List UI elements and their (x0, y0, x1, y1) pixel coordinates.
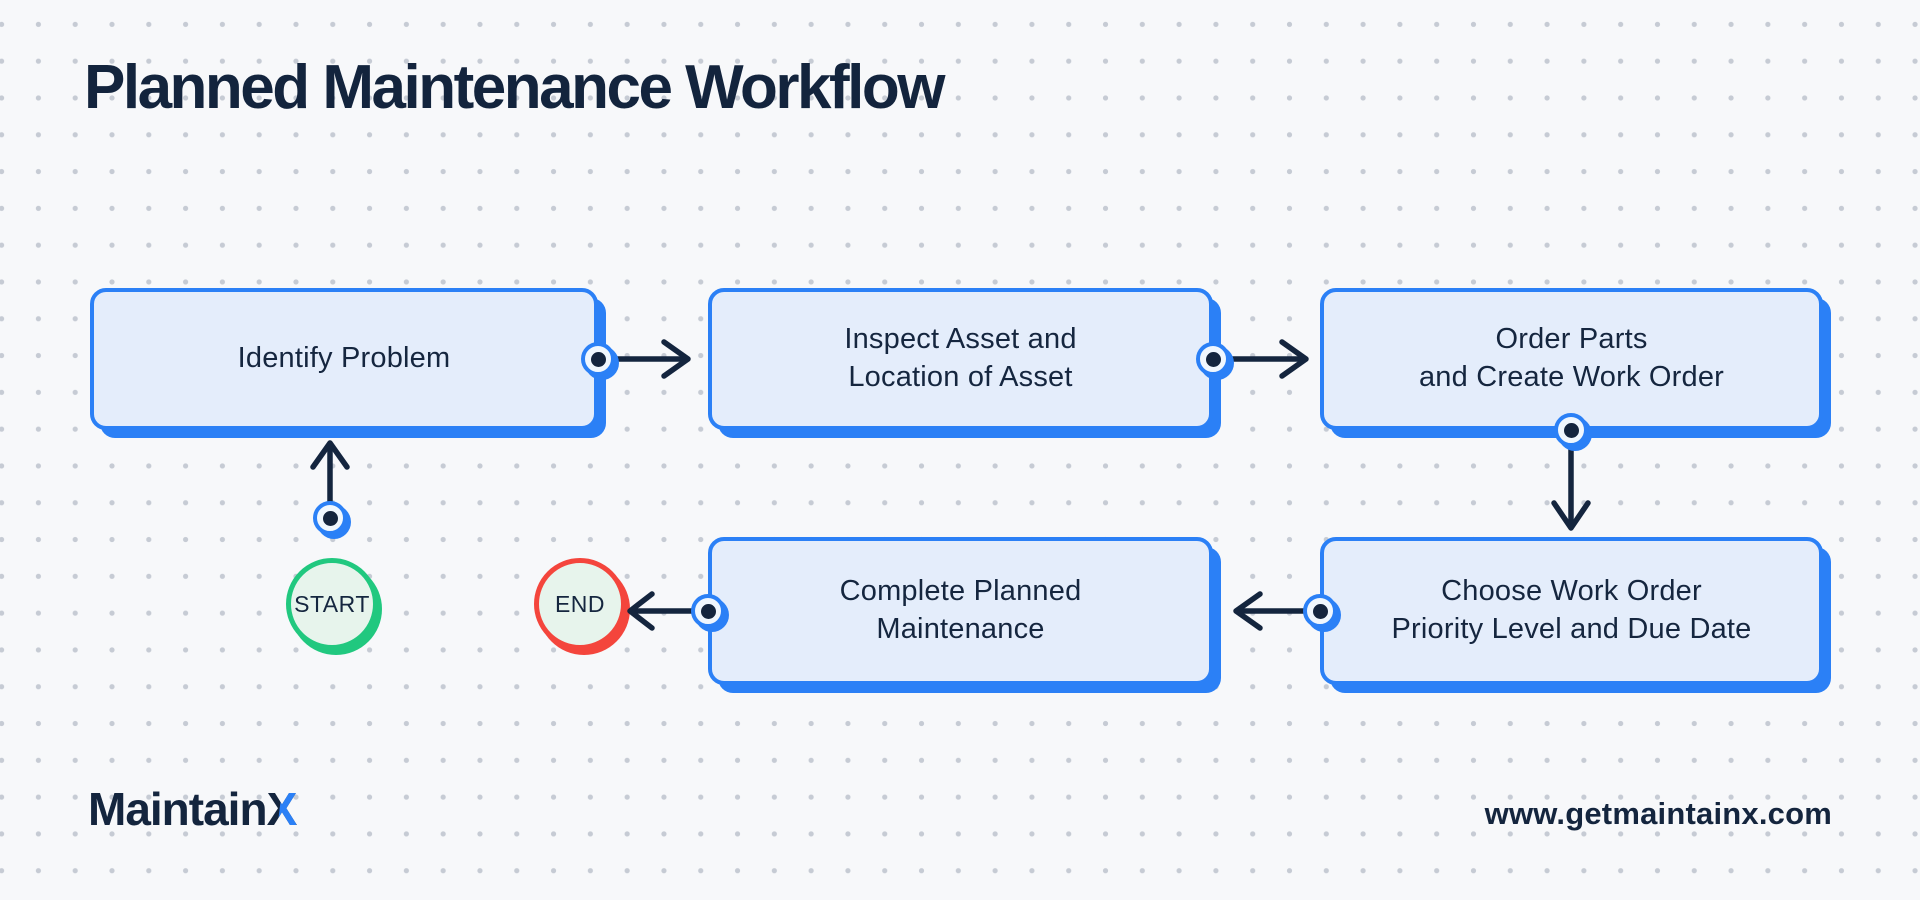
node-label-choose-priority: Choose Work Order Priority Level and Due… (1391, 575, 1752, 645)
flow-node-choose-priority: Choose Work Order Priority Level and Due… (1320, 537, 1823, 685)
node-label-inspect-asset: Inspect Asset and Location of Asset (844, 323, 1077, 393)
connector-dot-order-bottom (1554, 413, 1588, 447)
node-label-complete-maintenance: Complete Planned Maintenance (839, 575, 1082, 645)
arrow-identify-to-inspect-icon (600, 339, 691, 379)
logo-x-base: X (266, 783, 298, 835)
connector-inner-dot (1312, 603, 1328, 619)
connector-dot-start-above (313, 501, 347, 535)
end-node: END (534, 558, 626, 650)
start-label: START (294, 590, 370, 617)
logo-x-overlay: X (266, 783, 297, 835)
connector-inner-dot (1205, 351, 1221, 367)
flow-node-inspect-asset: Inspect Asset and Location of Asset (708, 288, 1213, 430)
connector-dot-complete-left (691, 594, 725, 628)
connector-dot-identify-right (581, 342, 615, 376)
arrow-inspect-to-order-icon (1218, 339, 1309, 379)
end-label: END (554, 590, 606, 617)
arrow-complete-to-end-icon (627, 591, 702, 631)
logo-text: Maintain (88, 783, 268, 835)
flow-node-identify-problem: Identify Problem (90, 288, 598, 430)
start-node: START (286, 558, 378, 650)
connector-inner-dot (590, 351, 606, 367)
arrow-order-to-choose-icon (1551, 441, 1591, 531)
website-url: www.getmaintainx.com (1484, 796, 1832, 831)
node-label-order-parts: Order Parts and Create Work Order (1418, 323, 1725, 393)
arrow-choose-to-complete-icon (1233, 591, 1316, 631)
flow-node-order-parts: Order Parts and Create Work Order (1320, 288, 1823, 430)
page-title: Planned Maintenance Workflow (84, 53, 946, 122)
flow-node-complete-maintenance: Complete Planned Maintenance (708, 537, 1213, 685)
node-label-identify-problem: Identify Problem (237, 342, 451, 375)
connector-inner-dot (1563, 422, 1579, 438)
connector-dot-choose-left (1303, 594, 1337, 628)
connector-inner-dot (322, 510, 338, 526)
connector-inner-dot (700, 603, 716, 619)
connector-dot-inspect-right (1196, 342, 1230, 376)
